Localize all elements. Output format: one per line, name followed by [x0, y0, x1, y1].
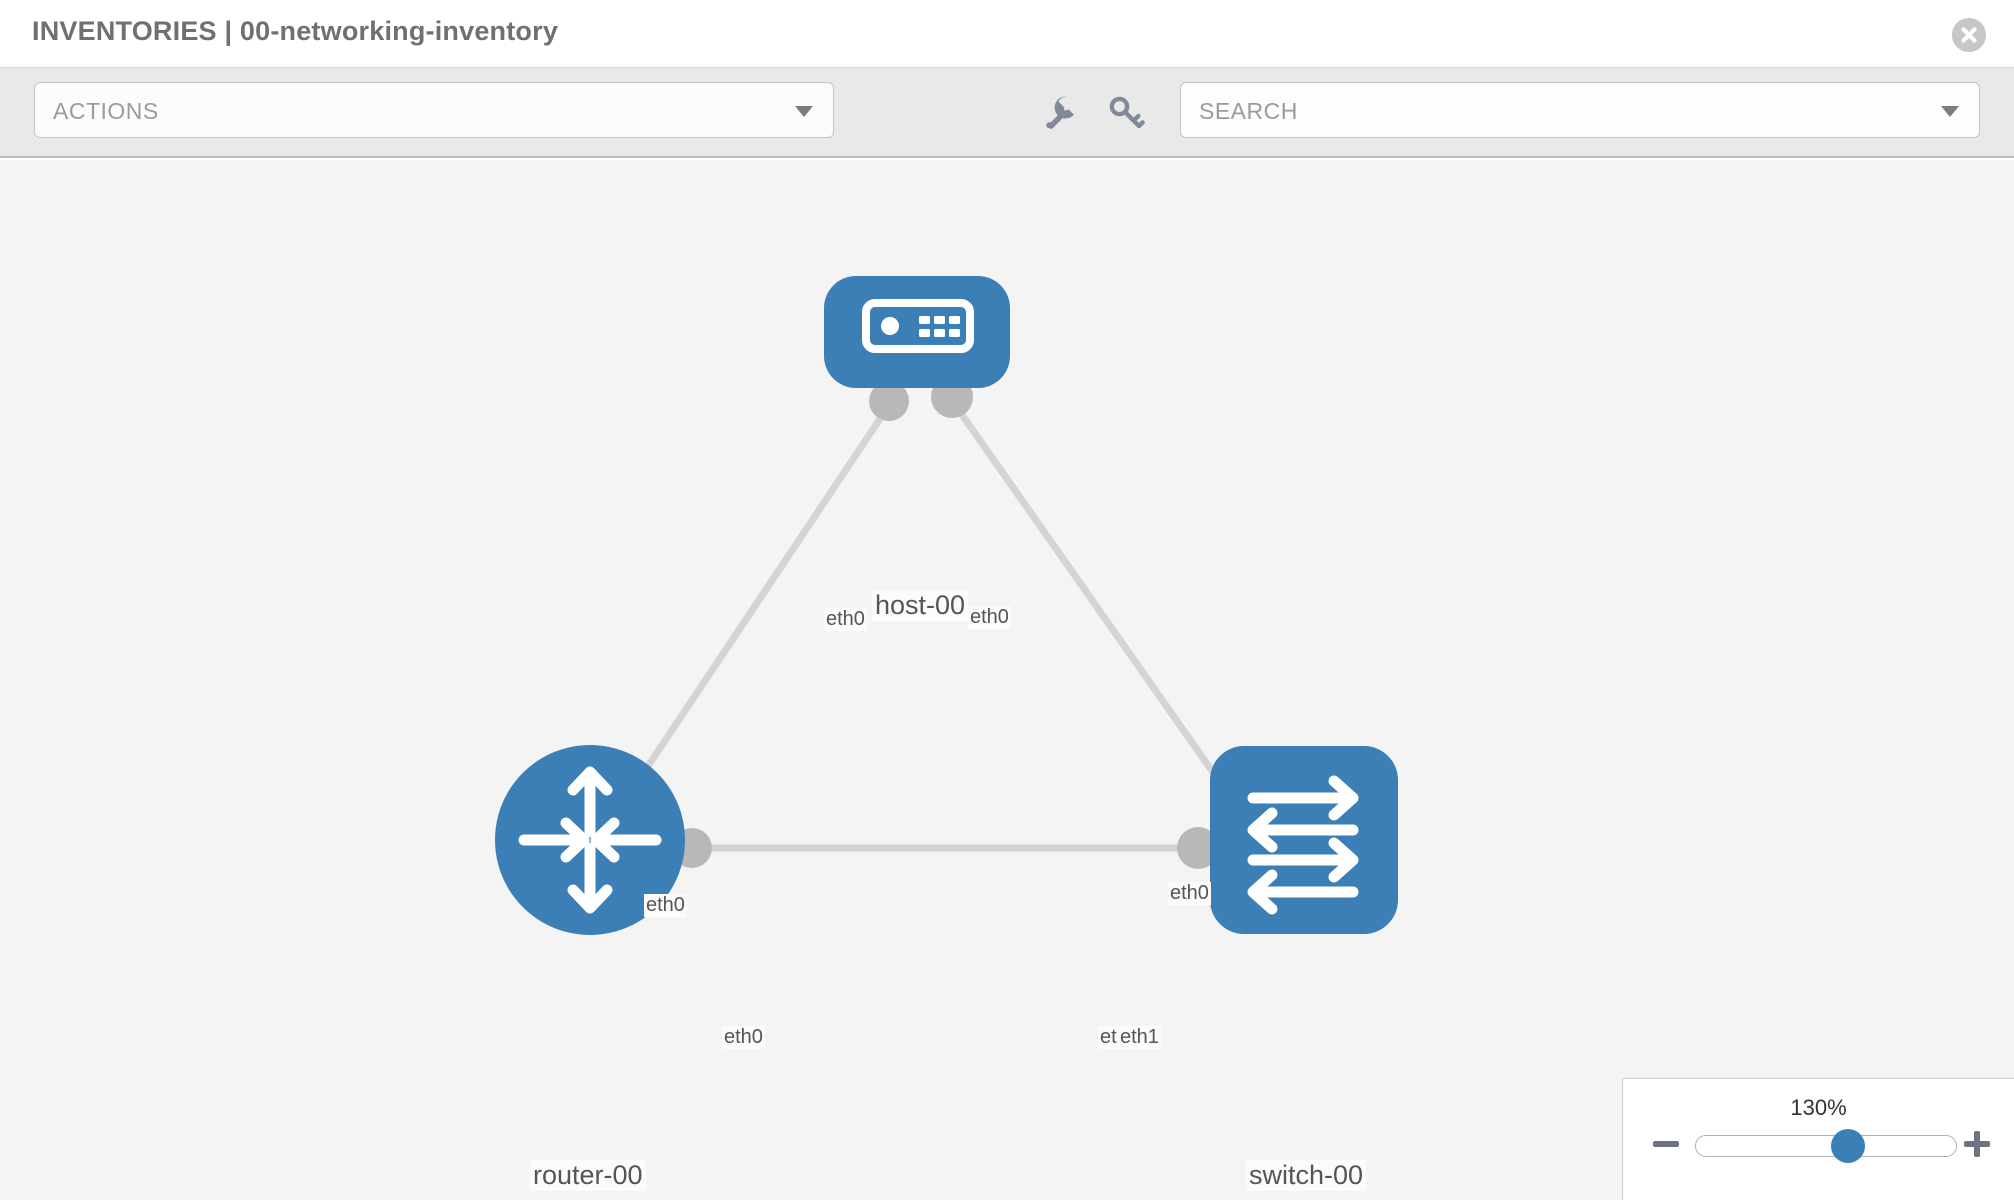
topology-ports	[672, 376, 1257, 869]
wrench-icon[interactable]	[1040, 92, 1082, 134]
node-host-00[interactable]	[824, 276, 1010, 388]
node-switch-00[interactable]	[1210, 746, 1398, 934]
actions-dropdown[interactable]: ACTIONS	[34, 82, 834, 138]
topology-graph	[495, 276, 1398, 935]
zoom-control: 130%	[1622, 1078, 2014, 1200]
node-label-router-00: router-00	[530, 1160, 646, 1191]
plus-icon[interactable]	[1960, 1127, 1994, 1161]
chevron-down-icon	[795, 106, 813, 117]
switch-icon	[1247, 775, 1359, 915]
edge-label-host-right: eth0	[968, 606, 1011, 629]
edge-host-switch	[943, 389, 1241, 811]
port-host-left	[869, 381, 909, 421]
search-placeholder: SEARCH	[1199, 98, 1298, 124]
node-router-00[interactable]	[495, 745, 685, 935]
edge-host-router	[609, 390, 901, 822]
key-icon[interactable]	[1105, 92, 1147, 134]
page-header: INVENTORIES | 00-networking-inventory	[0, 0, 2014, 68]
edge-label-host-left: eth0	[824, 608, 867, 631]
server-icon	[862, 299, 974, 353]
node-label-switch-00: switch-00	[1246, 1160, 1367, 1191]
edge-label-router-up: eth0	[644, 894, 687, 917]
minus-icon[interactable]	[1649, 1127, 1683, 1161]
zoom-slider-thumb[interactable]	[1830, 1129, 1865, 1163]
zoom-slider-track[interactable]	[1695, 1129, 1957, 1163]
port-switch-left	[1177, 827, 1219, 869]
topology-edges	[609, 389, 1241, 852]
zoom-percent-label: 130%	[1790, 1095, 1847, 1120]
page-title: INVENTORIES | 00-networking-inventory	[32, 16, 559, 46]
edge-label-switch-left-b: eth1	[1118, 1026, 1161, 1049]
search-input[interactable]: SEARCH	[1180, 82, 1980, 138]
router-icon	[518, 766, 662, 914]
node-label-host-00: host-00	[872, 590, 969, 621]
chevron-down-icon	[1941, 106, 1959, 117]
actions-dropdown-label: ACTIONS	[53, 98, 159, 124]
topology-canvas[interactable]: host-00 router-00 switch-00 eth0 eth0 et…	[0, 160, 2014, 1200]
close-icon[interactable]	[1952, 18, 1986, 52]
edge-label-router-right: eth0	[722, 1026, 765, 1049]
edge-label-switch-up: eth0	[1168, 882, 1211, 905]
